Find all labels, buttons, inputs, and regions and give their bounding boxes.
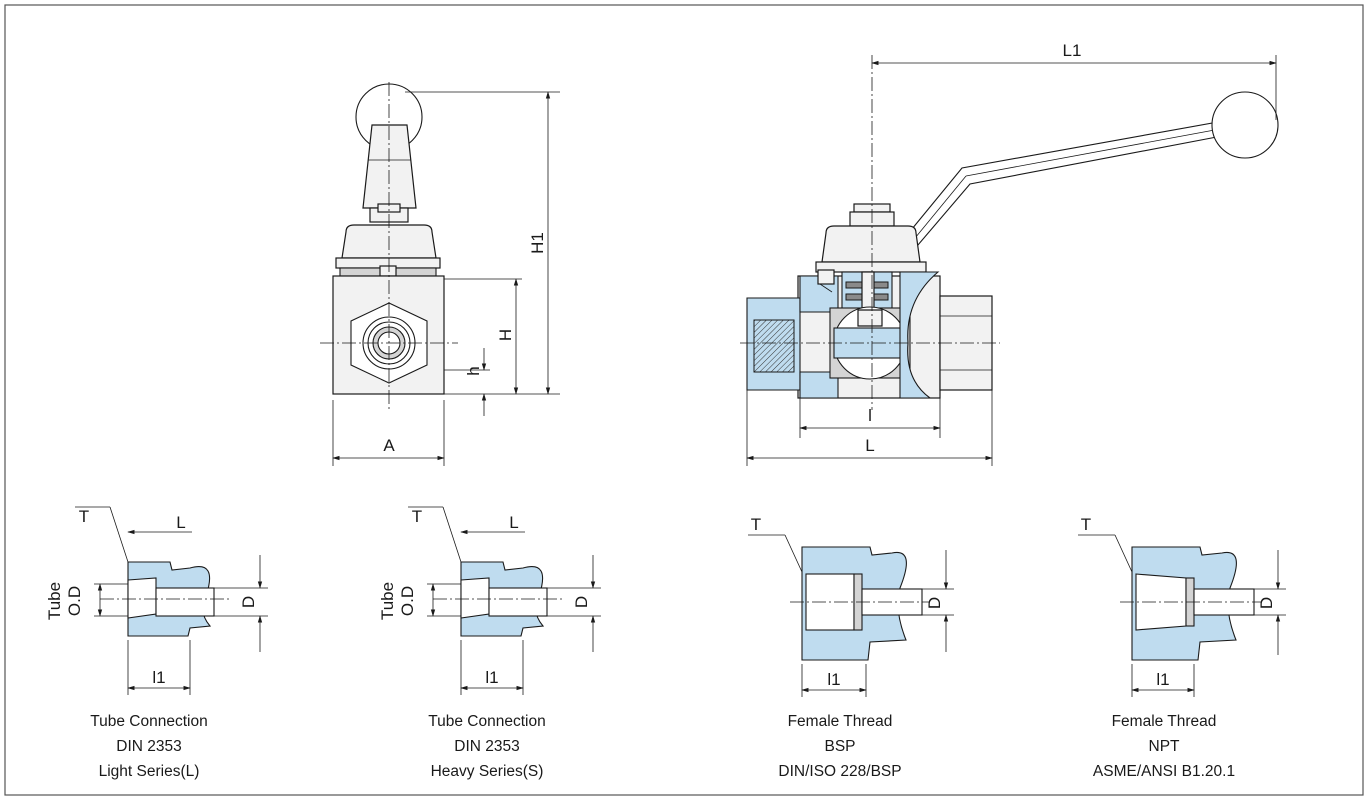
detail4-l1-label: l1 bbox=[1156, 670, 1169, 689]
detail4-t-label: T bbox=[1081, 515, 1091, 534]
caption-3-line2: BSP bbox=[824, 738, 855, 755]
drawing-frame bbox=[4, 4, 1364, 796]
dim-l-small-label: l bbox=[868, 406, 872, 425]
dim-h1-label: H1 bbox=[528, 232, 547, 254]
detail-tube-heavy bbox=[408, 506, 601, 695]
caption-1-line2: DIN 2353 bbox=[116, 738, 181, 755]
dim-a-label: A bbox=[383, 436, 395, 455]
dim-l1-label: L1 bbox=[1063, 41, 1082, 60]
caption-4-line1: Female Thread bbox=[1112, 713, 1217, 730]
detail1-d-label: D bbox=[239, 596, 258, 608]
detail1-od-label: O.D bbox=[65, 586, 84, 616]
caption-2-line2: DIN 2353 bbox=[454, 738, 519, 755]
detail2-t-label: T bbox=[412, 507, 422, 526]
caption-3-line3: DIN/ISO 228/BSP bbox=[778, 763, 901, 780]
detail2-tube-label: Tube bbox=[378, 582, 397, 620]
detail1-l-label: L bbox=[176, 513, 185, 532]
caption-4-line3: ASME/ANSI B1.20.1 bbox=[1093, 763, 1235, 780]
detail2-l1-label: l1 bbox=[485, 668, 498, 687]
detail1-l1-label: l1 bbox=[152, 668, 165, 687]
caption-3-line1: Female Thread bbox=[788, 713, 893, 730]
detail-tube-light bbox=[75, 506, 268, 695]
detail4-d-label: D bbox=[1257, 597, 1276, 609]
detail3-t-label: T bbox=[751, 515, 761, 534]
detail3-l1-label: l1 bbox=[827, 670, 840, 689]
detail3-d-label: D bbox=[925, 597, 944, 609]
detail-female-bsp bbox=[748, 534, 954, 697]
caption-2-line1: Tube Connection bbox=[428, 713, 545, 730]
detail2-od-label: O.D bbox=[398, 586, 417, 616]
valve-front-view bbox=[320, 82, 458, 410]
dim-l-label: L bbox=[865, 436, 874, 455]
front-view-dimensions bbox=[332, 91, 560, 466]
valve-section-view bbox=[740, 55, 1279, 410]
caption-2-line3: Heavy Series(S) bbox=[431, 763, 544, 780]
caption-1-line3: Light Series(L) bbox=[99, 763, 200, 780]
caption-4-line2: NPT bbox=[1149, 738, 1181, 755]
caption-1-line1: Tube Connection bbox=[90, 713, 207, 730]
detail-female-npt bbox=[1078, 534, 1286, 697]
detail2-l-label: L bbox=[509, 513, 518, 532]
section-view-dimensions bbox=[746, 55, 1277, 466]
detail1-t-label: T bbox=[79, 507, 89, 526]
dim-h-small-label: h bbox=[464, 366, 483, 375]
detail2-d-label: D bbox=[572, 596, 591, 608]
dim-h-label: H bbox=[496, 329, 515, 341]
detail1-tube-label: Tube bbox=[45, 582, 64, 620]
